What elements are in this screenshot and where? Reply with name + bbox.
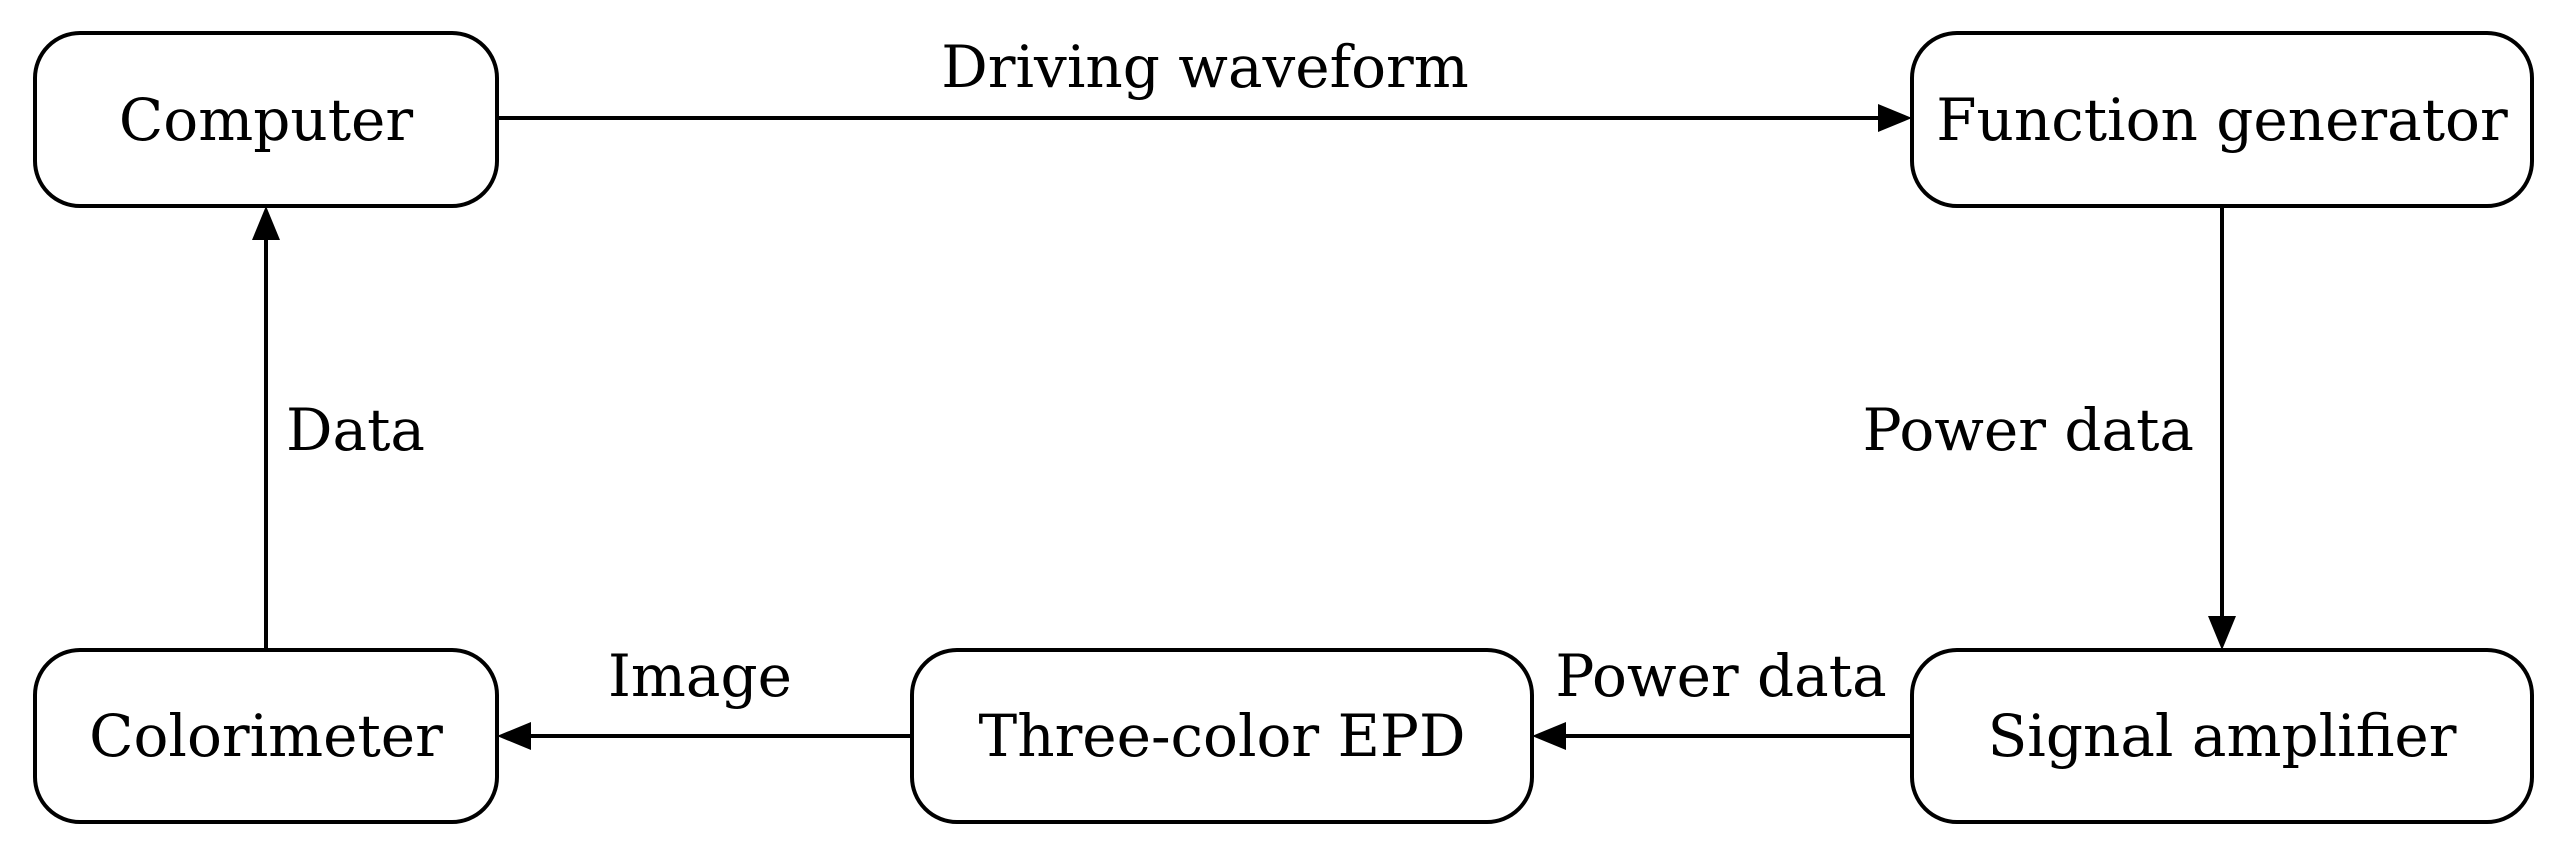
node-function-generator: Function generator [1910, 31, 2534, 208]
edge-computer-to-function-generator: Driving waveform [497, 33, 1912, 132]
arrow-head-left [497, 722, 531, 750]
edge-signal-amplifier-to-epd: Power data [1532, 642, 1912, 750]
edge-label-power-data-vertical: Power data [1863, 396, 2194, 464]
node-colorimeter-label: Colorimeter [89, 702, 443, 770]
node-colorimeter: Colorimeter [33, 648, 499, 824]
arrow-head-right [1878, 104, 1912, 132]
node-signal-amplifier-label: Signal amplifier [1988, 702, 2457, 770]
edge-label-driving-waveform: Driving waveform [941, 33, 1468, 101]
arrow-head-left [1532, 722, 1566, 750]
arrow-head-up [252, 206, 280, 240]
node-three-color-epd: Three-color EPD [910, 648, 1534, 824]
node-computer-label: Computer [119, 86, 413, 154]
node-function-generator-label: Function generator [1936, 86, 2508, 154]
edge-epd-to-colorimeter: Image [497, 642, 912, 750]
node-three-color-epd-label: Three-color EPD [979, 702, 1466, 770]
edge-function-generator-to-signal-amplifier: Power data [1863, 206, 2236, 650]
edge-label-image: Image [608, 642, 792, 710]
edge-label-data: Data [286, 396, 425, 464]
node-computer: Computer [33, 31, 499, 208]
arrow-head-down [2208, 616, 2236, 650]
edge-label-power-data-horizontal: Power data [1555, 642, 1886, 710]
node-signal-amplifier: Signal amplifier [1910, 648, 2534, 824]
edge-colorimeter-to-computer: Data [252, 206, 425, 650]
